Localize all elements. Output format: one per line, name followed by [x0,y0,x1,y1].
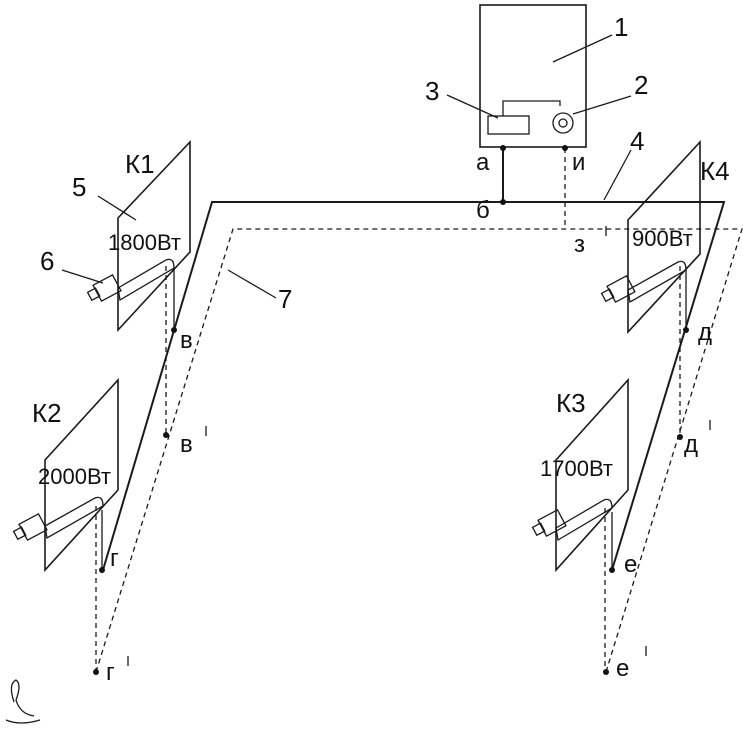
point-i-label: и [572,149,585,176]
radiator-k1-coil [117,258,175,302]
point-i-dot [562,145,568,151]
point-b-dot [500,199,506,205]
point-e-label: е [624,551,637,578]
room-k3-wall-panel [555,377,629,573]
point-g1-dot [93,669,99,675]
radiator-k2-valve-cap [12,526,27,541]
label-control-unit: 3 [425,76,439,106]
radiator-k1-valve [92,274,122,302]
signature-mark [5,679,41,724]
label-pump: 2 [634,70,648,100]
leader-2 [572,95,632,115]
prime-marks [127,226,711,666]
point-v1-label: в [180,431,193,458]
point-d-dot [683,327,689,333]
radiator-k1-valve-cap [86,287,101,302]
room-k3-power: 1700Вт [540,456,613,481]
point-v1-dot [163,432,169,438]
boiler-internal-pipe [502,100,561,116]
room-k1: К1 1800Вт 5 6 [40,139,191,333]
radiator-k2 [12,496,104,541]
room-k4: К4 900Вт [600,139,730,335]
leader-4 [603,149,632,201]
label-supply-pipe: 4 [630,126,644,156]
radiator-k3-coil [555,498,613,542]
point-e1-label: е [616,655,629,682]
point-d1-dot [677,434,683,440]
point-d-label: д [698,319,712,346]
room-k2: К2 2000Вт [12,377,119,573]
control-unit [487,115,530,135]
point-d1-label: д [684,431,698,458]
radiator-k3-valve-cap [531,522,546,537]
pump-outer-icon [552,112,574,134]
leader-7 [227,269,277,299]
point-e-dot [609,567,615,573]
supply-main-loop [102,201,726,571]
label-wall-panel: 5 [72,172,86,202]
radiator-k2-valve [18,513,48,541]
supply-pipe: 4 [101,126,726,571]
label-return-pipe: 7 [278,284,292,314]
return-pipe: 7 [95,148,743,673]
pump-inner-icon [558,118,568,128]
point-g-label: г [110,545,119,572]
room-k2-power: 2000Вт [38,464,111,489]
radiator-k3 [531,498,613,542]
leader-3 [446,94,499,119]
point-v-dot [171,327,177,333]
room-k4-power: 900Вт [632,226,693,251]
room-k3: К3 1700Вт [531,377,629,573]
radiator-k1 [86,258,175,302]
radiator-k4-coil [627,260,687,304]
point-b-label: б [476,197,490,224]
point-a-dot [500,145,506,151]
radiator-k4-valve-cap [600,288,615,303]
point-a-label: а [476,149,490,176]
point-g1-label: г [106,659,115,686]
room-k4-wall-panel [627,139,701,335]
radiator-k2-coil [44,496,104,540]
label-radiator: 6 [40,246,54,276]
leader-5 [97,195,137,221]
boiler: 1 2 3 [425,4,648,148]
radiator-k3-valve [537,509,567,537]
room-k4-name: К4 [700,156,730,186]
return-main-loop [95,228,743,673]
room-k3-name: К3 [556,388,586,418]
room-k1-name: К1 [125,149,155,179]
radiator-k4-valve [606,275,636,303]
point-z-label: з [574,231,585,258]
room-k1-power: 1800Вт [108,230,181,255]
point-v-label: в [180,327,193,354]
point-e1-dot [603,669,609,675]
room-k2-wall-panel [44,377,119,573]
leader-6 [61,269,104,284]
label-boiler: 1 [614,12,628,42]
radiator-k4 [600,260,687,304]
room-k2-name: К2 [32,398,62,428]
leader-1 [552,34,613,63]
boiler-body [479,4,587,148]
point-g-dot [99,567,105,573]
junction-points: а и б з в в г г д д е е [93,145,712,686]
